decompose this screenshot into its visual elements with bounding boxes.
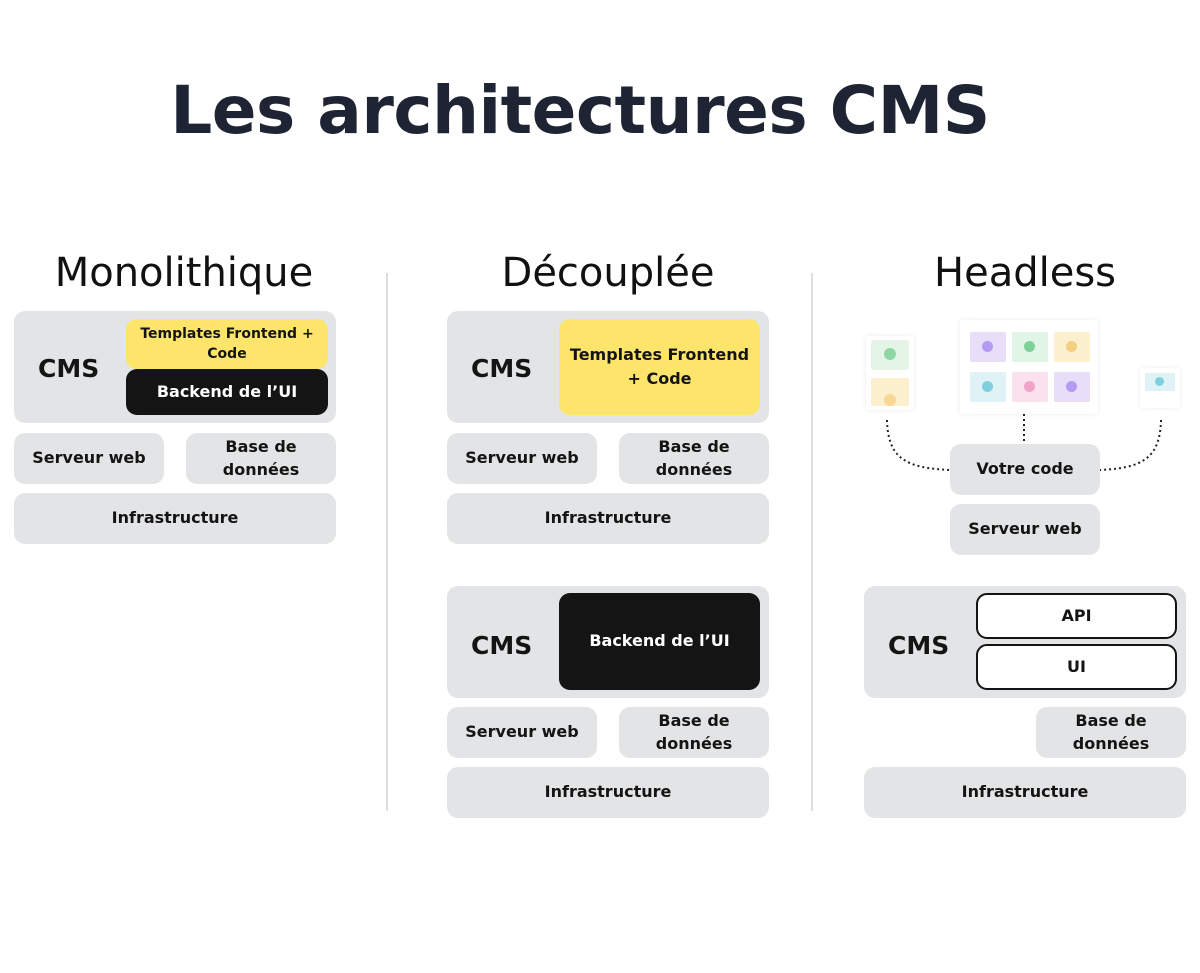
- infrastructure-box: Infrastructure: [447, 767, 769, 818]
- templates-frontend-box: Templates Frontend + Code: [559, 319, 760, 415]
- thumbnail-avatar: [1066, 381, 1077, 392]
- decoupled-heading: Découplée: [501, 250, 715, 296]
- page-title: Les architectures CMS: [170, 72, 990, 149]
- column-divider-1: [386, 273, 388, 811]
- thumbnail-avatar: [982, 341, 993, 352]
- database-box: Base de données: [186, 433, 336, 484]
- web-server-box: Serveur web: [447, 707, 597, 758]
- device-thumbnail-center: [960, 320, 1098, 414]
- connector-right: [1099, 419, 1162, 471]
- thumbnail-avatar: [1024, 381, 1035, 392]
- database-box: Base de données: [619, 433, 769, 484]
- thumbnail-avatar: [884, 394, 896, 406]
- ui-box: UI: [976, 644, 1177, 690]
- device-thumbnail-right: [1140, 368, 1180, 408]
- cms-label: CMS: [38, 354, 100, 383]
- column-divider-2: [811, 273, 813, 811]
- backend-ui-box: Backend de l’UI: [126, 369, 328, 415]
- cms-label: CMS: [471, 354, 533, 383]
- web-server-box: Serveur web: [14, 433, 164, 484]
- backend-ui-box: Backend de l’UI: [559, 593, 760, 690]
- cms-label: CMS: [471, 631, 533, 660]
- web-server-box: Serveur web: [447, 433, 597, 484]
- api-box: API: [976, 593, 1177, 639]
- thumbnail-avatar: [1066, 341, 1077, 352]
- thumbnail-avatar: [1155, 377, 1164, 386]
- infrastructure-box: Infrastructure: [14, 493, 336, 544]
- web-server-box: Serveur web: [950, 504, 1100, 555]
- cms-label: CMS: [888, 631, 950, 660]
- infrastructure-box: Infrastructure: [447, 493, 769, 544]
- templates-frontend-box: Templates Frontend + Code: [126, 319, 328, 369]
- your-code-box: Votre code: [950, 444, 1100, 495]
- device-thumbnail-left: [866, 336, 914, 410]
- database-box: Base de données: [1036, 707, 1186, 758]
- database-box: Base de données: [619, 707, 769, 758]
- headless-heading: Headless: [934, 250, 1116, 296]
- thumbnail-avatar: [1024, 341, 1035, 352]
- connector-left: [886, 419, 951, 471]
- thumbnail-avatar: [982, 381, 993, 392]
- thumbnail-avatar: [884, 348, 896, 360]
- infrastructure-box: Infrastructure: [864, 767, 1186, 818]
- monolithic-heading: Monolithique: [54, 250, 314, 296]
